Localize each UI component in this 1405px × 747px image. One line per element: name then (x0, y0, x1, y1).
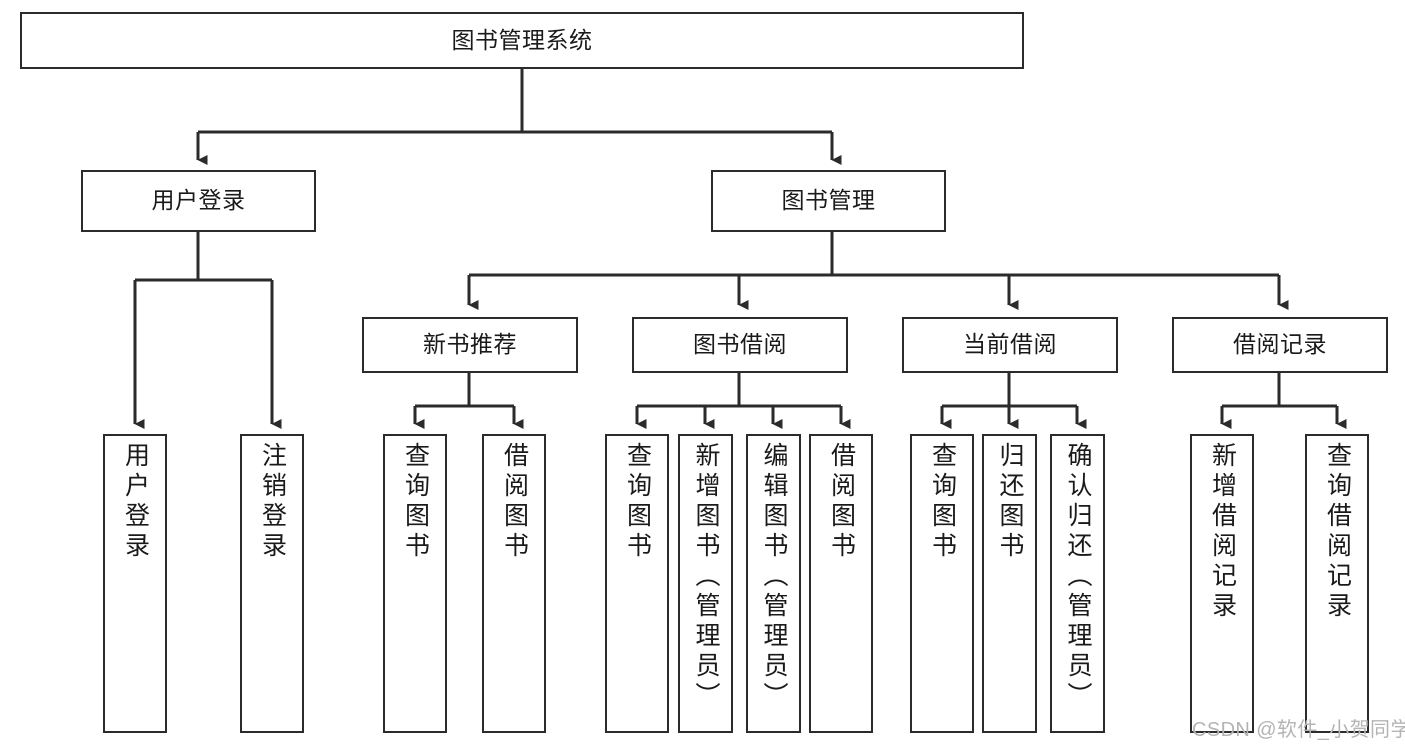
leaf-logout[interactable]: 注销登录 (240, 434, 304, 733)
node-label: 借阅图书 (827, 442, 856, 562)
leaf-add-borrow-record[interactable]: 新增借阅记录 (1190, 434, 1254, 733)
node-label: 图书管理系统 (451, 26, 593, 53)
leaf-return-book[interactable]: 归还图书 (982, 434, 1037, 733)
node-label: 用户登录 (121, 442, 150, 562)
leaf-query-borrow-record[interactable]: 查询借阅记录 (1305, 434, 1369, 733)
node-label: 图书借阅 (693, 331, 787, 358)
node-label: 新增借阅记录 (1208, 442, 1237, 622)
node-label: 查询借阅记录 (1323, 442, 1352, 622)
node-label: 查询图书 (623, 442, 652, 562)
node-new-book-recommend[interactable]: 新书推荐 (362, 317, 578, 373)
node-label: 当前借阅 (963, 331, 1057, 358)
leaf-add-book-admin[interactable]: 新增图书（管理员） (678, 434, 733, 733)
node-label: 借阅图书 (500, 442, 529, 562)
node-label: 归还图书 (996, 442, 1024, 562)
node-label: 图书管理 (781, 187, 876, 214)
node-borrow-record[interactable]: 借阅记录 (1172, 317, 1388, 373)
leaf-confirm-return-admin[interactable]: 确认归还（管理员） (1050, 434, 1105, 733)
node-label: 借阅记录 (1233, 331, 1327, 358)
node-label: 编辑图书（管理员） (760, 442, 788, 712)
node-label: 用户登录 (151, 187, 246, 214)
node-user-login[interactable]: 用户登录 (81, 170, 316, 232)
node-book-manage[interactable]: 图书管理 (711, 170, 946, 232)
node-label: 查询图书 (928, 442, 957, 562)
leaf-query-book-current[interactable]: 查询图书 (910, 434, 974, 733)
leaf-borrow-book-recommend[interactable]: 借阅图书 (482, 434, 546, 733)
leaf-edit-book-admin[interactable]: 编辑图书（管理员） (746, 434, 801, 733)
node-label: 新增图书（管理员） (692, 442, 720, 712)
node-book-borrow[interactable]: 图书借阅 (632, 317, 848, 373)
leaf-user-login[interactable]: 用户登录 (103, 434, 167, 733)
node-label: 确认归还（管理员） (1064, 442, 1092, 712)
node-label: 查询图书 (401, 442, 430, 562)
leaf-query-book-recommend[interactable]: 查询图书 (383, 434, 447, 733)
node-current-borrow[interactable]: 当前借阅 (902, 317, 1118, 373)
node-root-system[interactable]: 图书管理系统 (20, 12, 1024, 69)
csdn-watermark: CSDN @软件_小贺同学 (1192, 719, 1405, 741)
node-label: 注销登录 (258, 442, 287, 562)
leaf-query-book-borrow[interactable]: 查询图书 (605, 434, 669, 733)
leaf-borrow-book[interactable]: 借阅图书 (809, 434, 873, 733)
node-label: 新书推荐 (423, 331, 517, 358)
